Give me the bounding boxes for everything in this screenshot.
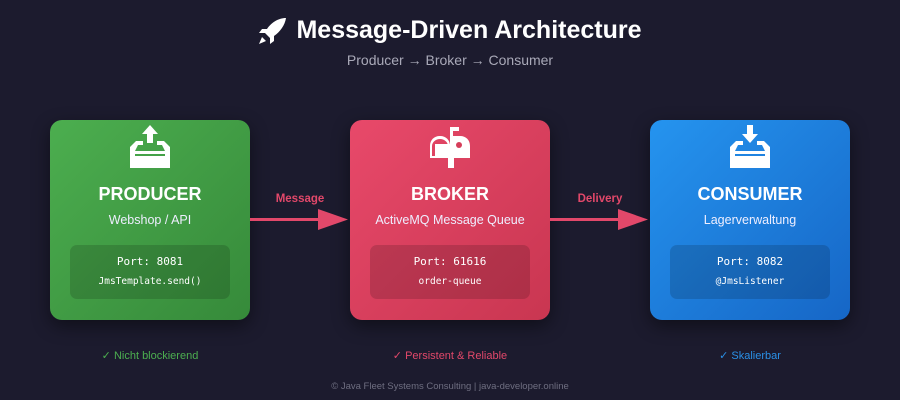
producer-feature: ✓ Nicht blockierend: [101, 350, 199, 362]
component-name: CONSUMER: [697, 184, 803, 204]
footer: © Java Fleet Systems Consulting | java-d…: [331, 381, 569, 392]
rocket-icon: [259, 17, 287, 44]
title-text: Message-Driven Architecture: [296, 16, 642, 44]
component-description: Webshop / API: [108, 213, 192, 227]
producer-card: PRODUCER Webshop / API Port: 8081 JmsTem…: [50, 120, 250, 320]
arrow-label: Delivery: [577, 193, 623, 205]
method-label: JmsTemplate.send(): [98, 276, 202, 287]
page-title: Message-Driven Architecture: [0, 16, 900, 45]
mailbox-icon: [350, 125, 550, 170]
component-description: Lagerverwaltung: [703, 213, 797, 227]
message-arrow: Message: [250, 193, 350, 233]
broker-card: BROKER ActiveMQ Message Queue Port: 6161…: [350, 120, 550, 320]
component-description: ActiveMQ Message Queue: [375, 213, 525, 227]
inbox-upload-icon: [50, 125, 250, 170]
consumer-card: CONSUMER Lagerverwaltung Port: 8082 @Jms…: [650, 120, 850, 320]
info-box: Port: 8081 JmsTemplate.send(): [70, 245, 230, 299]
info-box: Port: 61616 order-queue: [370, 245, 530, 299]
broker-feature: ✓ Persistent & Reliable: [392, 350, 508, 362]
inbox-download-icon: [650, 125, 850, 170]
component-name: BROKER: [410, 184, 489, 204]
consumer-feature: ✓ Skalierbar: [719, 350, 781, 362]
delivery-arrow: Delivery: [550, 193, 650, 233]
info-box: Port: 8082 @JmsListener: [670, 245, 830, 299]
component-name: PRODUCER: [98, 184, 202, 204]
port-label: Port: 8081: [116, 255, 184, 268]
arrow-label: Message: [275, 193, 325, 205]
port-label: Port: 8082: [716, 255, 784, 268]
method-label: @JmsListener: [715, 276, 785, 287]
port-label: Port: 61616: [413, 255, 487, 268]
subtitle: Producer → Broker → Consumer: [346, 52, 554, 68]
method-label: order-queue: [418, 276, 482, 287]
